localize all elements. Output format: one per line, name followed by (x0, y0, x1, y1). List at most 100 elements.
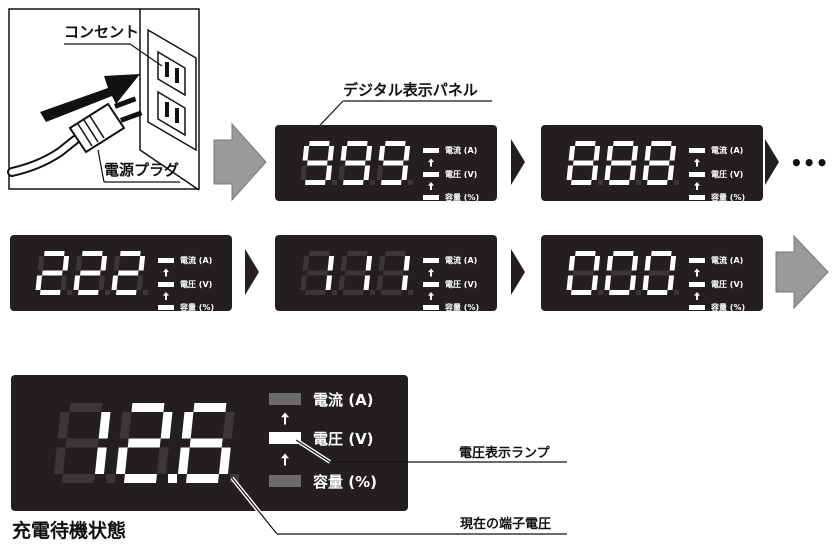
label-voltage: 電圧 (V) (180, 279, 212, 289)
segment (127, 438, 161, 448)
segment (345, 270, 366, 276)
segment (305, 290, 326, 295)
segment (604, 275, 612, 290)
segment (571, 290, 592, 295)
lamp-current (269, 393, 301, 405)
segment (98, 412, 111, 439)
lamp-voltage (158, 282, 174, 287)
label-voltage: 電圧 (V) (313, 430, 374, 448)
countdown-panel: 電流 (A)電圧 (V)容量 (%) (275, 235, 497, 312)
segment (611, 160, 632, 166)
segment (575, 251, 596, 256)
segment (37, 256, 45, 271)
segment (611, 270, 632, 276)
segment (380, 180, 402, 185)
segment (566, 275, 574, 290)
lamp-current (689, 148, 705, 153)
label-capacity: 容量 (%) (710, 302, 745, 312)
decimal-point (598, 180, 603, 185)
label-capacity: 容量 (%) (710, 192, 745, 202)
segment (606, 146, 614, 161)
segment (365, 146, 373, 161)
next-arrow-icon (511, 249, 525, 295)
segment (57, 412, 70, 439)
up-arrow-icon (428, 292, 434, 300)
segment (667, 165, 675, 180)
lamp-capacity (423, 195, 439, 200)
segment (156, 447, 169, 474)
segment (120, 251, 141, 256)
decimal-point (636, 180, 641, 185)
flow-arrow-icon (213, 122, 267, 202)
segment (573, 270, 594, 276)
segment (647, 290, 668, 295)
lamp-voltage (423, 172, 439, 177)
plug-icon (68, 96, 143, 154)
segment (309, 251, 330, 256)
segment (119, 412, 132, 439)
lamp-capacity (423, 305, 439, 310)
label-voltage: 電圧 (V) (711, 169, 743, 179)
segment (593, 256, 601, 271)
segment (365, 256, 373, 271)
segment (651, 141, 672, 146)
segment (593, 146, 601, 161)
segment (123, 474, 157, 483)
segment (65, 438, 99, 448)
segment (100, 256, 108, 271)
segment (401, 275, 409, 290)
segment (403, 146, 411, 161)
segment (631, 256, 639, 271)
label-current: 電流 (A) (445, 255, 477, 265)
decimal-point (408, 290, 413, 295)
segment (218, 447, 231, 474)
up-arrow-icon (694, 268, 700, 277)
segment (118, 270, 139, 276)
label-capacity: 容量 (%) (312, 473, 377, 491)
segment (325, 275, 333, 290)
segment (300, 275, 308, 290)
lamp-current (158, 258, 174, 263)
voltage-lamp-label: 電圧表示ランプ (459, 445, 551, 461)
lamp-voltage (689, 172, 705, 177)
segment (327, 256, 335, 271)
segment (667, 275, 675, 290)
up-arrow-icon (281, 412, 289, 425)
up-arrow-icon (281, 453, 289, 466)
segment (160, 412, 173, 439)
segment (62, 474, 95, 483)
lamp-capacity (689, 305, 705, 310)
segment (669, 256, 677, 271)
segment (53, 447, 66, 474)
decimal-point (674, 180, 679, 185)
segment (649, 160, 670, 166)
flow-arrow-icon (775, 234, 829, 310)
countdown-panel: 電流 (A)電圧 (V)容量 (%) (541, 235, 763, 312)
segment (345, 160, 366, 166)
segment (193, 403, 227, 412)
decimal-point (143, 290, 148, 295)
segment (385, 251, 406, 256)
segment (342, 180, 364, 185)
segment (644, 256, 652, 271)
segment (566, 165, 574, 180)
segment (629, 165, 637, 180)
label-current: 電流 (A) (180, 255, 212, 265)
segment (591, 275, 599, 290)
up-arrow-icon (163, 268, 169, 277)
segment (669, 146, 677, 161)
segment (378, 146, 386, 161)
segment (613, 141, 634, 146)
terminal-voltage-label: 現在の端子電圧 (460, 516, 551, 532)
lamp-current (423, 148, 439, 153)
segment (631, 146, 639, 161)
segment (78, 290, 99, 295)
segment (300, 165, 308, 180)
segment (568, 256, 576, 271)
lamp-voltage (269, 432, 301, 444)
label-current: 電流 (A) (711, 255, 743, 265)
continuation-dots: ••• (790, 151, 828, 175)
countdown-panel: 電流 (A)電圧 (V)容量 (%) (275, 125, 497, 202)
segment (98, 275, 106, 290)
label-current: 電流 (A) (445, 145, 477, 155)
